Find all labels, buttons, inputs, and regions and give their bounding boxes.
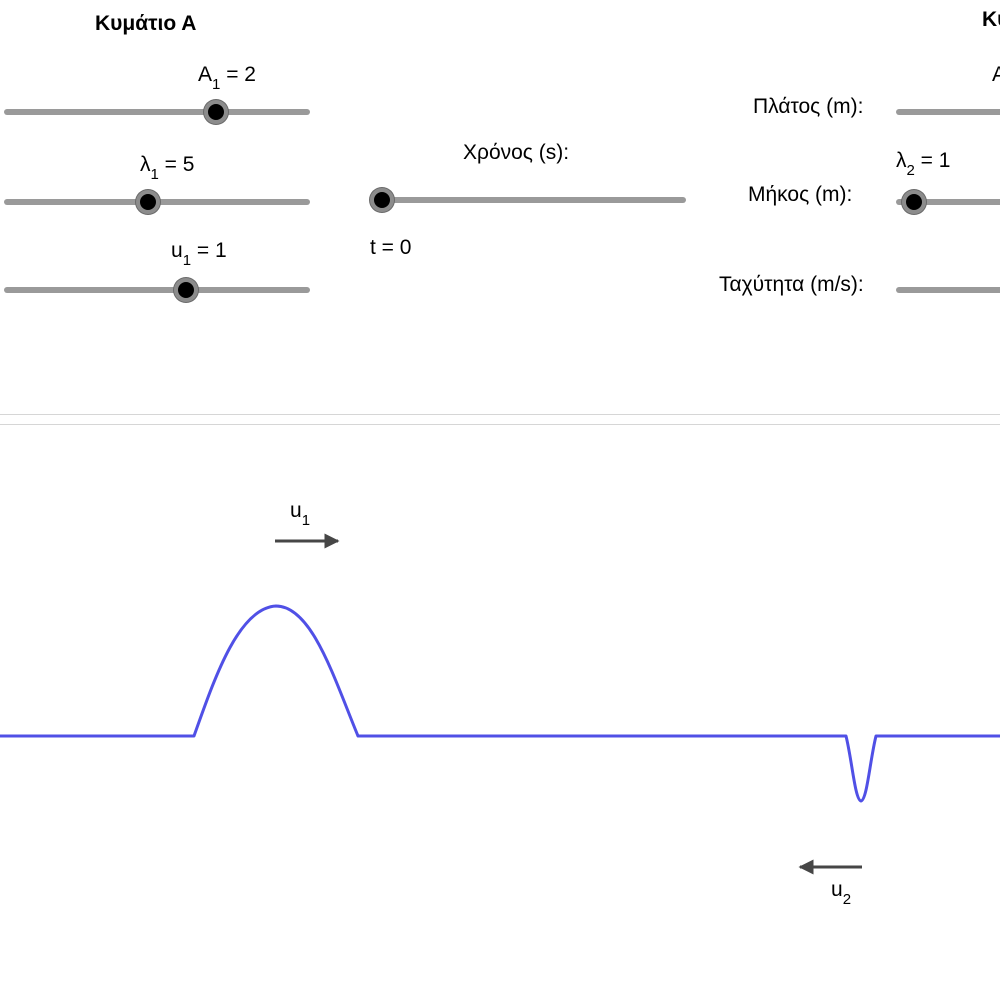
velocity-2-arrow-label: u2 (831, 878, 852, 908)
velocity-1-slider[interactable] (4, 287, 310, 293)
wave-string (0, 604, 1000, 803)
wavelength-2-caption: Μήκος (m): (748, 183, 853, 206)
wave-a-title: Κυμάτιο Α (95, 12, 197, 35)
amplitude-1-slider-thumb[interactable] (204, 100, 228, 124)
velocity-1-slider-thumb[interactable] (174, 278, 198, 302)
time-slider-thumb[interactable] (370, 188, 394, 212)
wavelength-2-slider-thumb[interactable] (902, 190, 926, 214)
wavelength-2-slider[interactable] (896, 199, 1000, 205)
velocity-2-slider[interactable] (896, 287, 1000, 293)
time-readout: t = 0 (370, 236, 412, 259)
velocity-1-arrow-label: u1 (290, 499, 311, 529)
amplitude-1-label: A1 = 2 (198, 63, 256, 93)
wavelength-2-label: λ2 = 1 (896, 149, 951, 179)
velocity-2-caption: Ταχύτητα (m/s): (719, 273, 864, 296)
wave-b-title: Κυ (982, 8, 1000, 31)
time-slider[interactable] (374, 197, 686, 203)
panel-divider (0, 414, 1000, 415)
wavelength-1-slider-thumb[interactable] (136, 190, 160, 214)
amplitude-2-label: A (992, 63, 1000, 86)
time-title: Χρόνος (s): (463, 141, 570, 164)
amplitude-2-caption: Πλάτος (m): (753, 95, 864, 118)
wavelength-1-label: λ1 = 5 (140, 153, 195, 183)
amplitude-2-slider[interactable] (896, 109, 1000, 115)
amplitude-1-slider[interactable] (4, 109, 310, 115)
velocity-1-label: u1 = 1 (171, 239, 227, 269)
graph-top-border (0, 424, 1000, 425)
